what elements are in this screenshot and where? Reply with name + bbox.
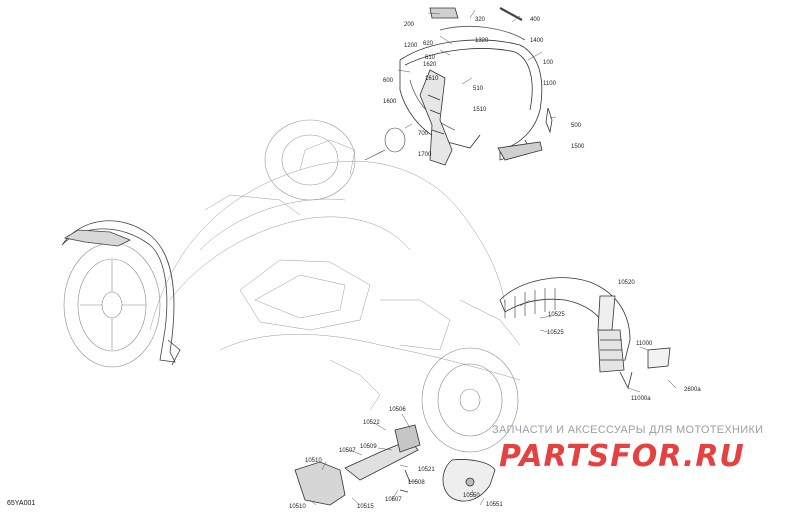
callout-10509: 10509 [360, 444, 377, 450]
callout-610: 610 1610 [425, 55, 439, 82]
leader-lines [309, 9, 677, 506]
callout-700: 700 1700 [418, 131, 432, 158]
callout-620: 620 1620 [423, 41, 437, 68]
lower-bracket-assembly [294, 424, 496, 506]
callout-10525-lower: 10525 [547, 330, 564, 336]
callout-10507-upper: 10507 [339, 448, 356, 454]
callout-500: 500 1500 [571, 123, 585, 150]
gasket-ring [364, 127, 406, 161]
watermark-logo-text: PARTSFOR.RU [499, 439, 745, 472]
fender-bracket [419, 69, 453, 166]
callout-200: 200 1200 [404, 22, 418, 49]
figure-id: 65YA001 [7, 500, 36, 507]
callout-10521: 10521 [418, 467, 435, 473]
callout-600: 600 1600 [383, 78, 397, 105]
callout-10507-lower: 10507 [385, 497, 402, 503]
callout-320: 320 1320 [475, 17, 489, 44]
callout-10525-upper: 10525 [548, 312, 565, 318]
rear-fender-assembly [499, 277, 671, 390]
callout-510: 510 1510 [473, 86, 487, 113]
callout-10508: 10508 [408, 480, 425, 486]
callout-10550: 10550 [463, 493, 480, 499]
rear-wheel [421, 347, 519, 453]
callout-10551: 10551 [486, 502, 503, 508]
front-left-wheel [63, 242, 161, 368]
vehicle-body-outline [149, 139, 521, 411]
callout-10510-upper: 10510 [305, 458, 322, 464]
callout-10510-lower: 10510 [289, 504, 306, 510]
callout-10520: 10520 [618, 280, 635, 286]
callout-400: 400 1400 [530, 17, 544, 44]
front-left-fender [61, 220, 181, 366]
callout-10506: 10506 [389, 407, 406, 413]
watermark-logo: PARTSFOR.RU [499, 439, 745, 472]
callout-100: 100 1100 [543, 60, 556, 87]
callout-11000a: 11000a [631, 396, 651, 402]
front-right-wheel [264, 119, 356, 201]
callout-10515: 10515 [357, 504, 374, 510]
callout-10522: 10522 [363, 420, 380, 426]
callout-11000: 11000 [636, 341, 653, 347]
watermark-tagline: ЗАПЧАСТИ И АКСЕССУАРЫ ДЛЯ МОТОТЕХНИКИ [492, 424, 764, 436]
callout-2600a: 2600a [684, 387, 701, 393]
